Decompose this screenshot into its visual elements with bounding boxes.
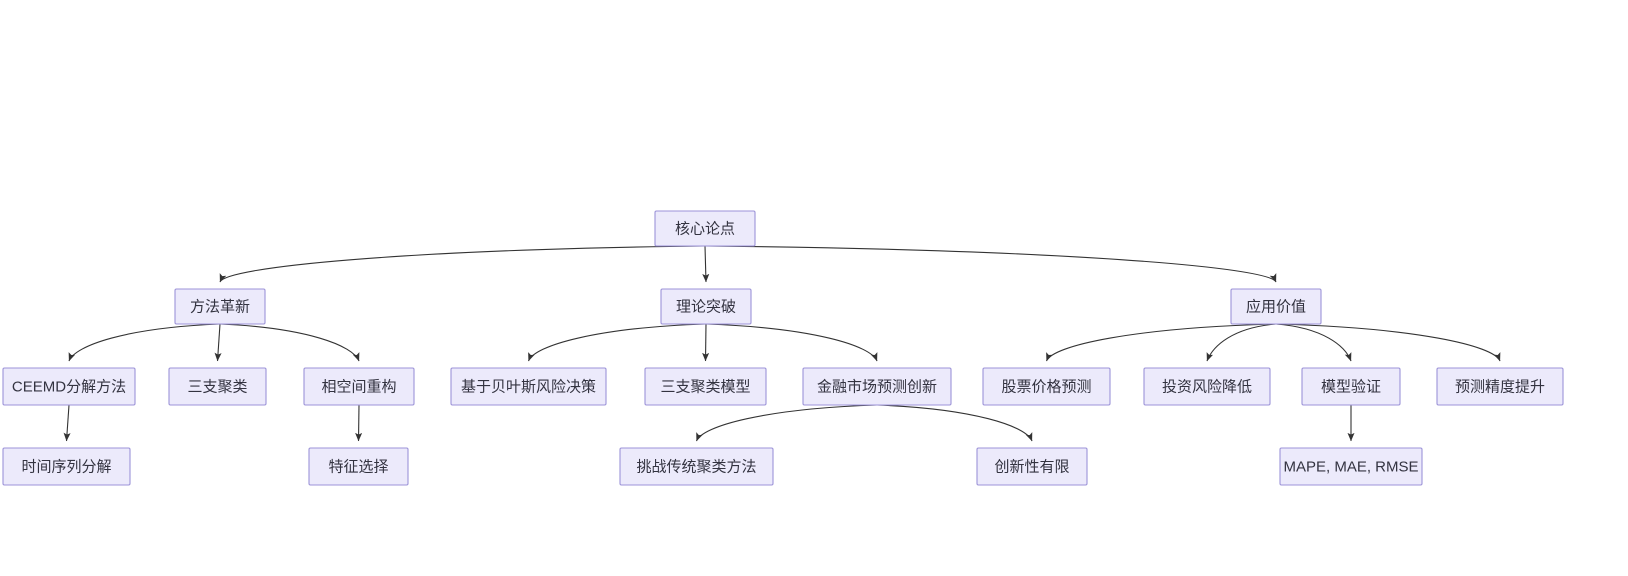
edge-l1a-to-l2a1 bbox=[68, 323, 221, 362]
node-box-l2c4[interactable] bbox=[1436, 367, 1564, 406]
edges-layer bbox=[63, 245, 1501, 442]
node-l1a[interactable]: 方法革新 bbox=[174, 288, 266, 325]
edge-l2a1-to-l3a1 bbox=[63, 404, 71, 442]
node-box-l2b3[interactable] bbox=[802, 367, 952, 406]
node-l2c1[interactable]: 股票价格预测 bbox=[982, 367, 1111, 406]
node-l3b3b[interactable]: 创新性有限 bbox=[976, 447, 1088, 486]
node-box-l3b3b[interactable] bbox=[976, 447, 1088, 486]
node-box-l1a[interactable] bbox=[174, 288, 266, 325]
node-l1b[interactable]: 理论突破 bbox=[660, 288, 752, 325]
node-box-l1b[interactable] bbox=[660, 288, 752, 325]
node-label-l3b3a: 挑战传统聚类方法 bbox=[636, 458, 756, 475]
node-box-l3b3a[interactable] bbox=[619, 447, 774, 486]
node-label-l2a1: CEEMD分解方法 bbox=[12, 378, 126, 395]
node-label-l2b1: 基于贝叶斯风险决策 bbox=[461, 378, 596, 395]
node-l3c3[interactable]: MAPE, MAE, RMSE bbox=[1279, 447, 1423, 486]
edge-l1c-to-l2c2 bbox=[1206, 323, 1277, 362]
edge-l1c-to-l2c3 bbox=[1275, 323, 1352, 362]
node-label-l3c3: MAPE, MAE, RMSE bbox=[1283, 458, 1418, 475]
node-box-root[interactable] bbox=[654, 210, 756, 247]
node-box-l3c3[interactable] bbox=[1279, 447, 1423, 486]
edge-l1c-to-l2c4 bbox=[1275, 323, 1501, 362]
edge-root-to-l1c bbox=[704, 245, 1277, 283]
edge-l2a3-to-l3a3 bbox=[355, 404, 363, 442]
node-l3a3[interactable]: 特征选择 bbox=[308, 447, 409, 486]
node-box-l2c2[interactable] bbox=[1143, 367, 1271, 406]
node-label-l1a: 方法革新 bbox=[190, 298, 250, 315]
edge-l1a-to-l2a3 bbox=[219, 323, 360, 362]
edge-l2b3-to-l3b3b bbox=[876, 404, 1033, 442]
node-box-l3a3[interactable] bbox=[308, 447, 409, 486]
edge-root-to-l1a bbox=[219, 245, 706, 283]
node-label-l2c2: 投资风险降低 bbox=[1162, 378, 1252, 395]
node-label-l3b3b: 创新性有限 bbox=[994, 458, 1069, 475]
node-box-l2a3[interactable] bbox=[303, 367, 415, 406]
node-label-l2c1: 股票价格预测 bbox=[1001, 378, 1091, 395]
node-label-l2c3: 模型验证 bbox=[1321, 378, 1381, 395]
edge-l1a-to-l2a2 bbox=[214, 323, 222, 362]
edge-l1b-to-l2b3 bbox=[705, 323, 878, 362]
edge-l2b3-to-l3b3a bbox=[695, 404, 878, 442]
node-l3b3a[interactable]: 挑战传统聚类方法 bbox=[619, 447, 774, 486]
node-l2c4[interactable]: 预测精度提升 bbox=[1436, 367, 1564, 406]
edge-l1c-to-l2c1 bbox=[1045, 323, 1277, 362]
node-l2a3[interactable]: 相空间重构 bbox=[303, 367, 415, 406]
node-label-root: 核心论点 bbox=[675, 220, 735, 237]
node-label-l2b3: 金融市场预测创新 bbox=[817, 378, 937, 395]
edge-root-to-l1b bbox=[702, 245, 710, 283]
node-label-l2c4: 预测精度提升 bbox=[1455, 378, 1545, 395]
node-l2a1[interactable]: CEEMD分解方法 bbox=[2, 367, 136, 406]
node-l1c[interactable]: 应用价值 bbox=[1230, 288, 1322, 325]
node-root[interactable]: 核心论点 bbox=[654, 210, 756, 247]
node-box-l1c[interactable] bbox=[1230, 288, 1322, 325]
node-l2c2[interactable]: 投资风险降低 bbox=[1143, 367, 1271, 406]
node-box-l2b1[interactable] bbox=[450, 367, 607, 406]
node-label-l3a1: 时间序列分解 bbox=[21, 458, 111, 475]
node-box-l2b2[interactable] bbox=[644, 367, 767, 406]
node-label-l2a3: 相空间重构 bbox=[321, 378, 396, 395]
node-box-l2c1[interactable] bbox=[982, 367, 1111, 406]
node-label-l1b: 理论突破 bbox=[676, 298, 736, 315]
node-l2b1[interactable]: 基于贝叶斯风险决策 bbox=[450, 367, 607, 406]
node-label-l2b2: 三支聚类模型 bbox=[660, 378, 750, 395]
node-l3a1[interactable]: 时间序列分解 bbox=[2, 447, 131, 486]
node-l2c3[interactable]: 模型验证 bbox=[1301, 367, 1401, 406]
node-l2b2[interactable]: 三支聚类模型 bbox=[644, 367, 767, 406]
node-l2a2[interactable]: 三支聚类 bbox=[168, 367, 267, 406]
node-box-l2a2[interactable] bbox=[168, 367, 267, 406]
node-label-l3a3: 特征选择 bbox=[328, 458, 388, 475]
node-label-l2a2: 三支聚类 bbox=[187, 378, 247, 395]
node-box-l3a1[interactable] bbox=[2, 447, 131, 486]
node-box-l2a1[interactable] bbox=[2, 367, 136, 406]
node-box-l2c3[interactable] bbox=[1301, 367, 1401, 406]
edge-l1b-to-l2b2 bbox=[702, 323, 710, 362]
node-l2b3[interactable]: 金融市场预测创新 bbox=[802, 367, 952, 406]
node-label-l1c: 应用价值 bbox=[1246, 297, 1306, 315]
edge-l1b-to-l2b1 bbox=[527, 323, 707, 362]
